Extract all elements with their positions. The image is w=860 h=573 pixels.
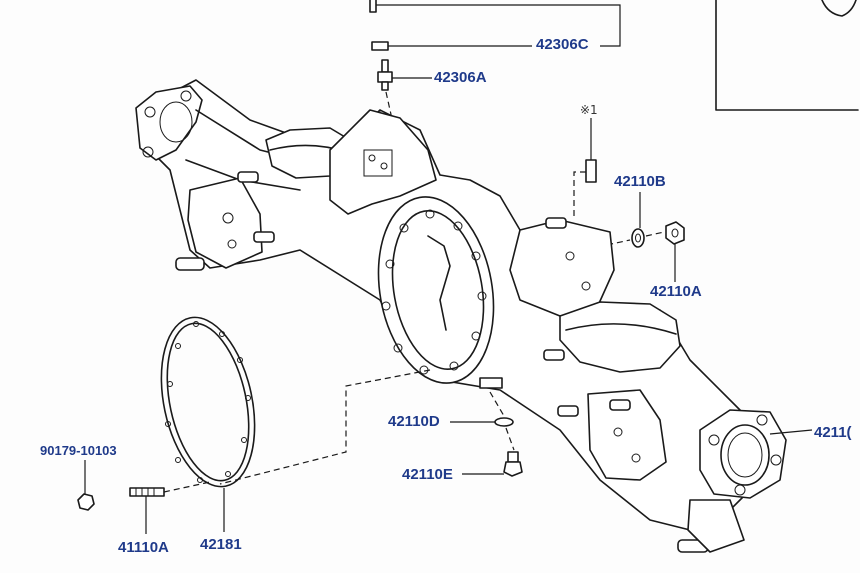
label-90179-10103[interactable]: 90179-10103 <box>40 443 117 458</box>
dash-stud-left <box>163 481 211 493</box>
label-42306a[interactable]: 42306A <box>434 69 487 86</box>
drain-plug-42110e <box>503 451 523 477</box>
washer-42110b <box>631 228 645 248</box>
dash-gasket <box>219 369 431 485</box>
label-42181[interactable]: 42181 <box>200 536 242 553</box>
label-note-1: ※1 <box>580 103 598 117</box>
leader-4211-cut <box>769 429 813 435</box>
label-4211-cut[interactable]: 4211( <box>814 424 852 441</box>
dash-drain <box>489 391 515 451</box>
inset-box <box>715 0 859 111</box>
inset-part <box>821 0 857 17</box>
label-42110d[interactable]: 42110D <box>388 413 440 430</box>
label-42110a[interactable]: 42110A <box>650 283 702 300</box>
label-42110e[interactable]: 42110E <box>402 466 453 483</box>
dash-note <box>573 171 586 216</box>
vent-tube-pipe <box>369 0 377 13</box>
note-plate <box>585 159 597 183</box>
label-42110b[interactable]: 42110B <box>614 173 666 190</box>
washer-42110d <box>494 417 514 427</box>
axle-housing <box>135 79 787 553</box>
vent-clip <box>371 41 389 51</box>
vent-plug <box>377 59 393 91</box>
gasket-42181 <box>160 316 256 488</box>
nut-90179 <box>77 493 95 511</box>
stud-41110a <box>129 487 165 497</box>
label-41110a[interactable]: 41110A <box>118 539 169 556</box>
leader-42306c <box>376 4 621 47</box>
label-42306c[interactable]: 42306C <box>536 36 589 53</box>
nut-42110a <box>665 221 685 245</box>
